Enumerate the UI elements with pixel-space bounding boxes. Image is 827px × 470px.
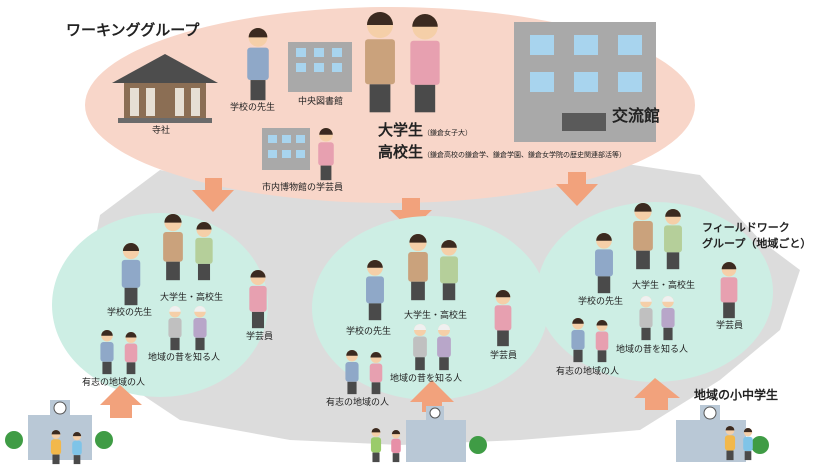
- right-volunteer-person-icon-2: [595, 319, 609, 363]
- right-elder-person-icon-1: [639, 296, 653, 341]
- right-volunteers-label: 有志の地域の人: [556, 367, 620, 377]
- left-elder-person-icon-1: [168, 306, 182, 351]
- left-curator-label: 学芸員: [246, 332, 274, 342]
- fieldwork-circle-left: [52, 213, 268, 397]
- center-elders-label: 地域の昔を知る人: [390, 374, 463, 384]
- exchange-hall-icon: [514, 22, 656, 142]
- center-curator-label: 学芸員: [490, 351, 518, 361]
- right-teacher-person-icon: [595, 233, 613, 294]
- high-school-note: （鎌倉高校の鎌倉学、鎌倉学園、鎌倉女学院の歴史関連部活等）: [423, 151, 627, 159]
- left-child-icon-1: [50, 430, 62, 465]
- center-university-student-person-icon: [408, 234, 428, 301]
- center-volunteer-person-icon-2: [369, 352, 383, 395]
- center-elder-person-icon-2: [437, 323, 451, 371]
- left-university-student-person-icon: [163, 214, 183, 281]
- right-students-label: 大学生・高校生: [632, 281, 696, 291]
- right-child-icon-1: [724, 426, 736, 461]
- high-school-students-label: 高校生（鎌倉高校の鎌倉学、鎌倉学園、鎌倉女学院の歴史関連部活等）: [378, 145, 626, 160]
- library-building-icon: [288, 42, 352, 92]
- center-teacher-label: 学校の先生: [346, 327, 392, 337]
- right-elder-person-icon-2: [661, 296, 675, 341]
- arrow-from-right-school: [634, 378, 680, 410]
- school-building-icon-right: [676, 405, 769, 462]
- center-curator-person-icon: [494, 290, 512, 347]
- exchange-hall-label: 交流館: [612, 106, 661, 125]
- arrow-from-center-school: [410, 380, 454, 412]
- central-library-label: 中央図書館: [298, 97, 344, 107]
- fieldwork-group-title-line2: グループ（地域ごと）: [702, 237, 812, 250]
- university-students-text: 大学生: [378, 121, 424, 139]
- left-curator-person-icon: [249, 270, 267, 329]
- center-elder-person-icon-1: [413, 323, 427, 371]
- center-volunteer-person-icon-1: [345, 350, 359, 395]
- museum-curator-label: 市内博物館の学芸員: [262, 183, 344, 193]
- right-child-icon-2: [743, 428, 753, 461]
- temple-label: 寺社: [152, 126, 171, 136]
- temple-icon: [112, 54, 218, 123]
- left-high-school-student-person-icon: [195, 222, 213, 281]
- right-curator-label: 学芸員: [716, 321, 744, 331]
- arrow-to-left-group: [192, 178, 234, 212]
- left-students-label: 大学生・高校生: [160, 293, 224, 303]
- right-volunteer-person-icon-1: [571, 318, 585, 363]
- left-teacher-person-icon: [121, 243, 141, 306]
- right-high-school-student-person-icon: [664, 209, 682, 270]
- wg-teacher-label: 学校の先生: [230, 103, 276, 113]
- wg-teacher-person-icon: [247, 28, 269, 101]
- arrow-from-left-school: [100, 385, 142, 418]
- right-curator-person-icon: [720, 261, 738, 319]
- arrow-to-right-group: [556, 172, 598, 206]
- center-high-school-student-person-icon: [440, 240, 458, 301]
- museum-building-icon: [262, 128, 310, 170]
- center-child-icon-1: [370, 428, 382, 463]
- arrow-to-center-group: [390, 198, 432, 230]
- university-note: （鎌倉女子大）: [423, 129, 473, 137]
- school-building-icon-center: [406, 406, 487, 462]
- center-volunteers-label: 有志の地域の人: [326, 398, 390, 408]
- left-volunteers-label: 有志の地域の人: [82, 378, 146, 388]
- local-students-label: 地域の小中学生: [694, 388, 779, 402]
- university-students-label: 大学生（鎌倉女子大）: [378, 123, 472, 138]
- right-teacher-label: 学校の先生: [578, 297, 624, 307]
- left-volunteer-person-icon-2: [124, 332, 138, 375]
- people-icons: [50, 12, 753, 465]
- center-students-label: 大学生・高校生: [404, 311, 468, 321]
- high-school-students-text: 高校生: [378, 143, 424, 161]
- center-teacher-person-icon: [366, 260, 384, 321]
- left-elders-label: 地域の昔を知る人: [148, 353, 221, 363]
- wg-curator-person-icon: [318, 127, 334, 181]
- right-university-student-person-icon: [633, 202, 653, 270]
- center-child-icon-2: [391, 430, 401, 463]
- left-volunteer-person-icon-1: [100, 330, 114, 375]
- right-elders-label: 地域の昔を知る人: [616, 345, 689, 355]
- fieldwork-group-title-line1: フィールドワーク: [702, 221, 790, 234]
- left-elder-person-icon-2: [193, 306, 207, 351]
- wg-university-student-person-icon: [365, 12, 395, 113]
- working-group-title: ワーキンググループ: [66, 21, 200, 39]
- left-child-icon-2: [72, 432, 82, 465]
- wg-high-school-student-person-icon: [410, 14, 440, 113]
- left-teacher-label: 学校の先生: [107, 308, 153, 318]
